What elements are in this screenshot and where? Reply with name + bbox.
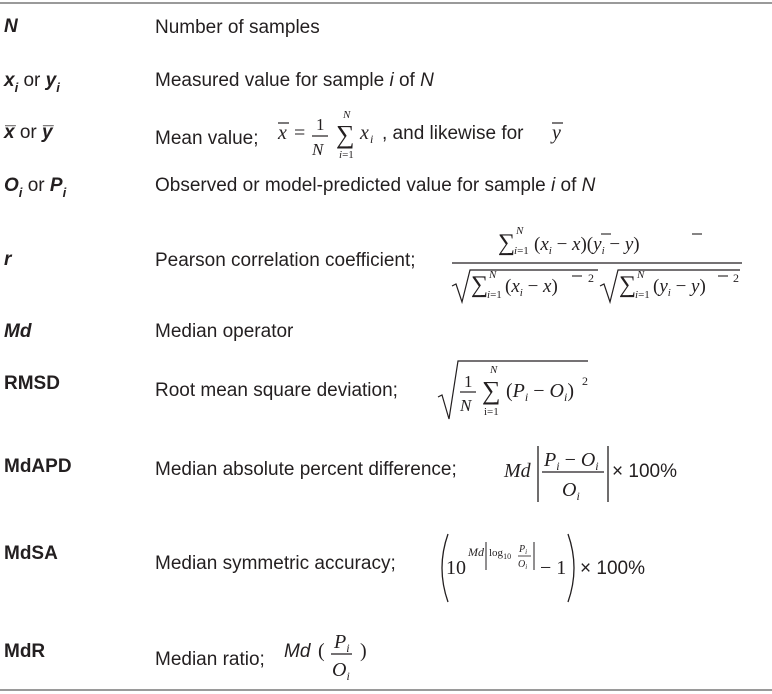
svg-text:Pi: Pi: [518, 544, 527, 556]
mdr-formula: Md ( Pi Oi ): [284, 631, 367, 683]
symbol-md: Md: [4, 321, 32, 342]
svg-text:∑: ∑: [482, 376, 501, 405]
svg-text:i: i: [370, 132, 373, 146]
svg-text:Md: Md: [467, 545, 485, 559]
svg-text:Pi − Oi: Pi − Oi: [543, 449, 599, 473]
svg-text:i=1: i=1: [339, 149, 354, 161]
symbol-mdsa: MdSA: [4, 543, 58, 564]
svg-text:=: =: [294, 122, 305, 144]
symbol-oi-pi: Oi or Pi: [4, 175, 67, 200]
svg-text:(yi − y): (yi − y): [653, 276, 706, 299]
svg-text:(xi − x)(yi − y): (xi − x)(yi − y): [534, 234, 640, 257]
svg-text:Oi: Oi: [562, 479, 580, 503]
table-bottom-rule: [0, 689, 772, 691]
svg-text:N: N: [636, 269, 645, 281]
svg-text:Oi: Oi: [332, 659, 350, 683]
svg-text:Md: Md: [503, 460, 532, 482]
svg-text:y: y: [550, 122, 561, 144]
symbol-xi-yi: xi or yi: [4, 70, 60, 95]
svg-text:i=1: i=1: [635, 289, 650, 301]
svg-text:− 1: − 1: [540, 557, 566, 579]
svg-text:∑: ∑: [619, 272, 636, 298]
svg-text:N: N: [488, 269, 497, 281]
symbol-n: N: [4, 16, 18, 37]
description-mdapd: Median absolute percent difference;: [155, 459, 457, 480]
svg-text:1: 1: [316, 115, 325, 134]
svg-text:N: N: [342, 109, 351, 121]
svg-text:N: N: [311, 140, 325, 159]
description-measured-value: Measured value for sample i of N: [155, 70, 434, 91]
svg-text:∑: ∑: [336, 120, 355, 149]
mdsa-formula: 10 Md log10 Pi Oi − 1 × 100%: [441, 533, 645, 603]
svg-text:2: 2: [582, 374, 588, 388]
svg-text:1: 1: [464, 372, 473, 391]
svg-text:∑: ∑: [471, 272, 488, 298]
symbol-mdr: MdR: [4, 641, 46, 662]
svg-text:10: 10: [446, 557, 466, 579]
pearson-formula: ∑ N i=1 (xi − x)(yi − y) ∑ N i=1 (xi − x…: [451, 225, 742, 305]
symbol-rmsd: RMSD: [4, 373, 60, 394]
svg-text:x: x: [277, 122, 287, 144]
svg-text:i=1: i=1: [487, 289, 502, 301]
svg-text:N: N: [515, 225, 524, 237]
symbol-mdapd: MdAPD: [4, 456, 72, 477]
description-rmsd: Root mean square deviation;: [155, 380, 398, 401]
rmsd-formula: 1 N N ∑ i=1 (Pi − Oi) 2: [437, 360, 588, 420]
svg-text:(Pi − Oi): (Pi − Oi): [506, 380, 574, 404]
svg-text:2: 2: [733, 271, 739, 285]
svg-text:Pi: Pi: [333, 631, 350, 655]
mdr-formula-head: Md: [284, 641, 312, 662]
svg-text:): ): [360, 640, 367, 662]
mean-formula: x = 1 N N ∑ i=1 x i , and likewise for y: [277, 109, 563, 161]
svg-text:N: N: [489, 364, 498, 376]
table-top-rule: [0, 2, 772, 4]
description-n: Number of samples: [155, 17, 320, 38]
svg-text:(: (: [318, 640, 325, 662]
symbol-mean: x̅ or y̅: [4, 122, 53, 143]
description-mean: Mean value;: [155, 128, 259, 149]
svg-text:x: x: [359, 122, 369, 144]
description-pearson: Pearson correlation coefficient;: [155, 250, 416, 271]
mdsa-tail: × 100%: [580, 558, 645, 579]
mdapd-tail: × 100%: [612, 461, 677, 482]
description-observed-predicted: Observed or model-predicted value for sa…: [155, 175, 596, 196]
description-mdsa: Median symmetric accuracy;: [155, 553, 396, 574]
svg-text:2: 2: [588, 271, 594, 285]
svg-text:Oi: Oi: [518, 559, 527, 571]
symbol-r: r: [4, 249, 12, 270]
mean-formula-suffix: , and likewise for: [382, 123, 524, 144]
svg-text:i=1: i=1: [514, 245, 529, 257]
svg-text:i=1: i=1: [484, 406, 499, 418]
svg-text:∑: ∑: [498, 230, 515, 256]
svg-text:log10: log10: [489, 547, 511, 561]
description-median-operator: Median operator: [155, 321, 294, 342]
mdapd-formula: Md Pi − Oi Oi × 100%: [503, 446, 677, 503]
svg-text:(xi − x): (xi − x): [505, 276, 558, 299]
svg-text:N: N: [459, 396, 473, 415]
description-mdr: Median ratio;: [155, 649, 265, 670]
